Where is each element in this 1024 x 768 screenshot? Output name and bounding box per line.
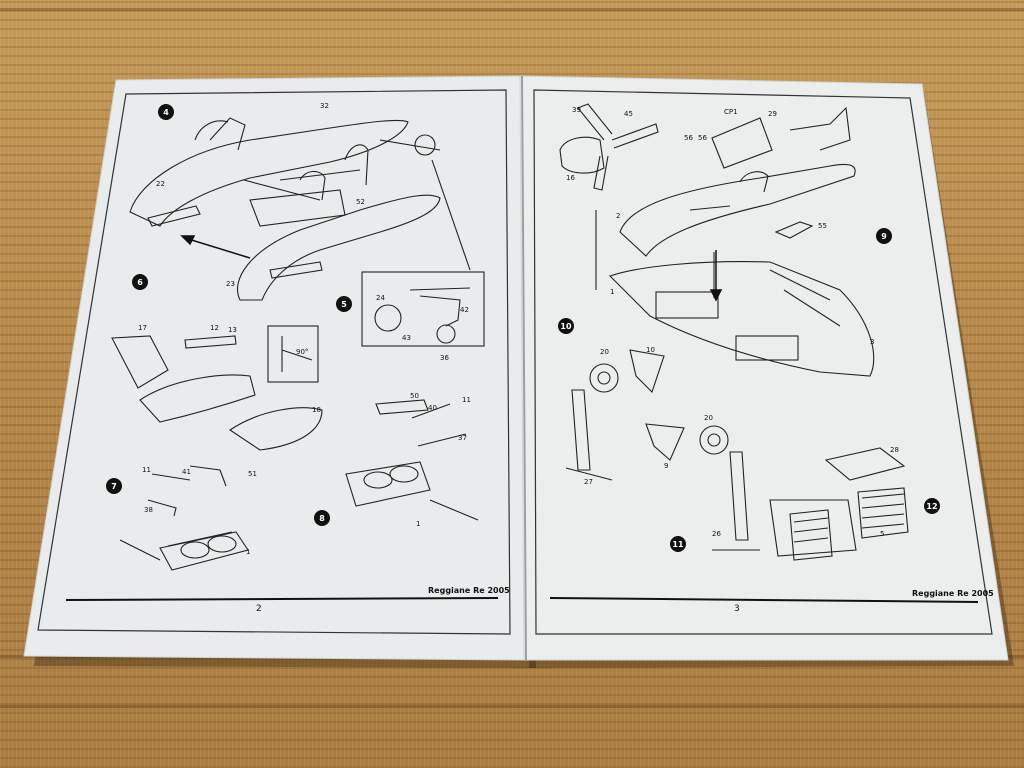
part-number: 1 [246, 548, 250, 556]
part-number: 45 [624, 110, 633, 118]
part-number: 50 [410, 392, 419, 400]
main-gear-step10 [565, 349, 665, 481]
step-label: 7 [111, 482, 117, 491]
part-number: 1 [610, 288, 614, 296]
right-footer-rule [549, 597, 979, 603]
part-number: 28 [890, 446, 899, 454]
part-number: 12 [210, 324, 219, 332]
right-page-frame [533, 89, 993, 635]
part-number: 11 [462, 396, 471, 404]
part-number: 39 [572, 106, 581, 114]
right-page-sheet [519, 75, 1009, 661]
part-number: 11 [142, 466, 151, 474]
step-badges-right [558, 228, 940, 552]
step-badges-left [106, 104, 352, 526]
fuselage-drawing-step4 [129, 117, 471, 301]
landing-gear-inset-step5 [361, 271, 485, 347]
part-number: 55 [818, 222, 827, 230]
step-label: 6 [137, 278, 143, 287]
part-number: 56 [698, 134, 707, 142]
left-footer-title: Reggiane Re 2005 [428, 586, 510, 595]
part-number: 37 [458, 434, 467, 442]
part-number: 56 [684, 134, 693, 142]
part-number: 1 [416, 520, 420, 528]
part-number: 51 [248, 470, 257, 478]
part-number: 3 [870, 338, 874, 346]
angle-label: 90° [296, 348, 308, 356]
step-label: 4 [163, 108, 169, 117]
step-label: 10 [560, 322, 572, 331]
main-gear-step11 [645, 423, 760, 551]
part-number: 17 [138, 324, 147, 332]
part-number: 22 [156, 180, 165, 188]
right-footer-title: Reggiane Re 2005 [912, 589, 994, 598]
part-number: CP1 [724, 108, 738, 116]
left-page-frame [37, 89, 511, 635]
arrows-step4 [180, 235, 251, 259]
wheel-well-step7 [119, 465, 249, 571]
step-label: 5 [341, 300, 347, 309]
part-number: 43 [402, 334, 411, 342]
part-number: 20 [704, 414, 713, 422]
step-label: 11 [672, 540, 684, 549]
part-number: 24 [376, 294, 385, 302]
part-number: 52 [356, 198, 365, 206]
right-page-number: 3 [734, 604, 740, 614]
step-label: 8 [319, 514, 325, 523]
wing-drawing-step9 [595, 210, 875, 377]
part-number: 27 [584, 478, 593, 486]
step-label: 9 [881, 232, 887, 241]
tatami-seam [0, 8, 1024, 11]
part-number: 41 [182, 468, 191, 476]
part-number: 16 [566, 174, 575, 182]
part-number: 26 [712, 530, 721, 538]
part-number: 5 [880, 530, 884, 538]
left-footer-rule [65, 597, 499, 601]
radiator-step12 [769, 447, 909, 561]
part-number: 29 [768, 110, 777, 118]
left-page-number: 2 [256, 604, 262, 614]
tail-drawing-step6 [111, 325, 323, 451]
part-number: 38 [144, 506, 153, 514]
part-number: 23 [226, 280, 235, 288]
step-label: 12 [926, 502, 937, 511]
part-number: 40 [428, 404, 437, 412]
part-number: 18 [312, 406, 321, 414]
part-number: 9 [664, 462, 668, 470]
part-number: 36 [440, 354, 449, 362]
propeller-drawing-step9 [559, 103, 659, 191]
part-number: 42 [460, 306, 469, 314]
part-number: 32 [320, 102, 329, 110]
arrow-step9 [709, 250, 723, 302]
part-number: 20 [600, 348, 609, 356]
fuselage-drawing-step9 [619, 106, 856, 257]
left-page-sheet [23, 75, 529, 661]
part-number: 2 [616, 212, 620, 220]
wheel-well-step8 [345, 399, 479, 521]
tatami-seam [0, 705, 1024, 708]
part-number: 13 [228, 326, 237, 334]
part-number: 10 [646, 346, 655, 354]
